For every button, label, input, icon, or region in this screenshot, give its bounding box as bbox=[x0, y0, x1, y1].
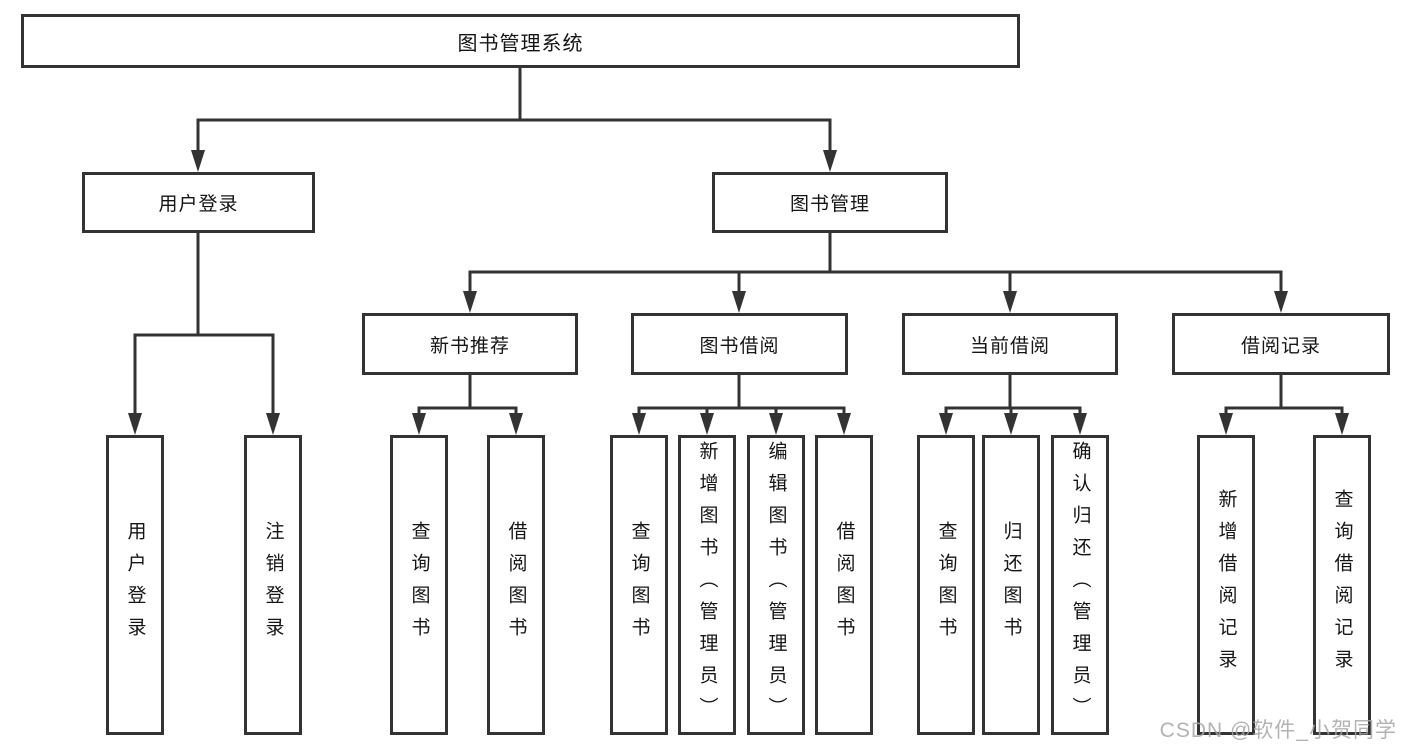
node-book-management-label: 图书管理 bbox=[789, 194, 870, 215]
leaf-add-borrow-record: 新增借阅记录 bbox=[1197, 435, 1255, 735]
node-root: 图书管理系统 bbox=[21, 14, 1020, 68]
leaf-borrow-books-newrec-label: 借阅图书 bbox=[505, 521, 527, 649]
node-current-borrowing-label: 当前借阅 bbox=[969, 335, 1050, 357]
node-borrowing-records: 借阅记录 bbox=[1172, 313, 1390, 375]
arrowheads-book-borrow-group bbox=[632, 413, 851, 435]
leaf-query-books-newrec-label: 查询图书 bbox=[408, 521, 430, 649]
node-new-book-recommend: 新书推荐 bbox=[362, 313, 578, 375]
node-book-borrowing: 图书借阅 bbox=[631, 313, 848, 375]
leaf-confirm-return-admin: 确认归还（管理员） bbox=[1051, 435, 1109, 735]
leaf-return-books: 归还图书 bbox=[982, 435, 1040, 735]
node-user-login-label: 用户登录 bbox=[158, 194, 239, 215]
connector-user-login-group bbox=[133, 233, 275, 415]
leaf-query-books-borrow-label: 查询图书 bbox=[628, 521, 650, 649]
leaf-query-books-borrow: 查询图书 bbox=[610, 435, 668, 735]
leaf-query-borrow-record: 查询借阅记录 bbox=[1313, 435, 1371, 735]
connector-new-book-group bbox=[417, 375, 518, 416]
leaf-logout-label: 注销登录 bbox=[262, 521, 284, 649]
leaf-add-book-admin: 新增图书（管理员） bbox=[678, 435, 736, 735]
leaf-query-books-current-label: 查询图书 bbox=[935, 521, 957, 649]
node-book-borrowing-label: 图书借阅 bbox=[699, 335, 780, 357]
leaf-return-books-label: 归还图书 bbox=[1000, 521, 1022, 649]
connector-current-borrow-group bbox=[944, 375, 1082, 416]
node-book-management: 图书管理 bbox=[712, 172, 948, 233]
arrowheads-user-login-group bbox=[128, 413, 280, 435]
leaf-query-borrow-record-label: 查询借阅记录 bbox=[1331, 489, 1353, 681]
node-current-borrowing: 当前借阅 bbox=[902, 313, 1118, 375]
connector-book-borrow-group bbox=[637, 375, 846, 416]
arrowheads-borrow-records-group bbox=[1219, 413, 1349, 435]
leaf-borrow-books-newrec: 借阅图书 bbox=[487, 435, 545, 735]
leaf-add-borrow-record-label: 新增借阅记录 bbox=[1215, 489, 1237, 681]
arrowheads-current-borrow-group bbox=[939, 413, 1087, 435]
node-new-book-recommend-label: 新书推荐 bbox=[429, 335, 510, 357]
connector-book-mgmt-to-level3 bbox=[468, 233, 1283, 293]
arrowheads-level2 bbox=[191, 150, 837, 172]
leaf-query-books-current: 查询图书 bbox=[917, 435, 975, 735]
arrowheads-new-book-group bbox=[412, 413, 523, 435]
leaf-query-books-newrec: 查询图书 bbox=[390, 435, 448, 735]
leaf-logout: 注销登录 bbox=[244, 435, 302, 735]
leaf-confirm-return-admin-label: 确认归还（管理员） bbox=[1069, 441, 1091, 729]
leaf-add-book-admin-label: 新增图书（管理员） bbox=[696, 441, 718, 729]
leaf-user-login: 用户登录 bbox=[106, 435, 164, 735]
leaf-edit-book-admin: 编辑图书（管理员） bbox=[747, 435, 805, 735]
arrowheads-level3 bbox=[463, 291, 1288, 313]
connector-root-to-level2 bbox=[196, 68, 832, 152]
node-root-label: 图书管理系统 bbox=[457, 32, 584, 55]
leaf-borrow-books-borrow: 借阅图书 bbox=[815, 435, 873, 735]
connector-borrow-records-group bbox=[1224, 375, 1344, 416]
leaf-borrow-books-borrow-label: 借阅图书 bbox=[833, 521, 855, 649]
leaf-edit-book-admin-label: 编辑图书（管理员） bbox=[765, 441, 787, 729]
leaf-user-login-label: 用户登录 bbox=[124, 521, 146, 649]
node-borrowing-records-label: 借阅记录 bbox=[1240, 335, 1321, 357]
node-user-login: 用户登录 bbox=[82, 172, 315, 233]
